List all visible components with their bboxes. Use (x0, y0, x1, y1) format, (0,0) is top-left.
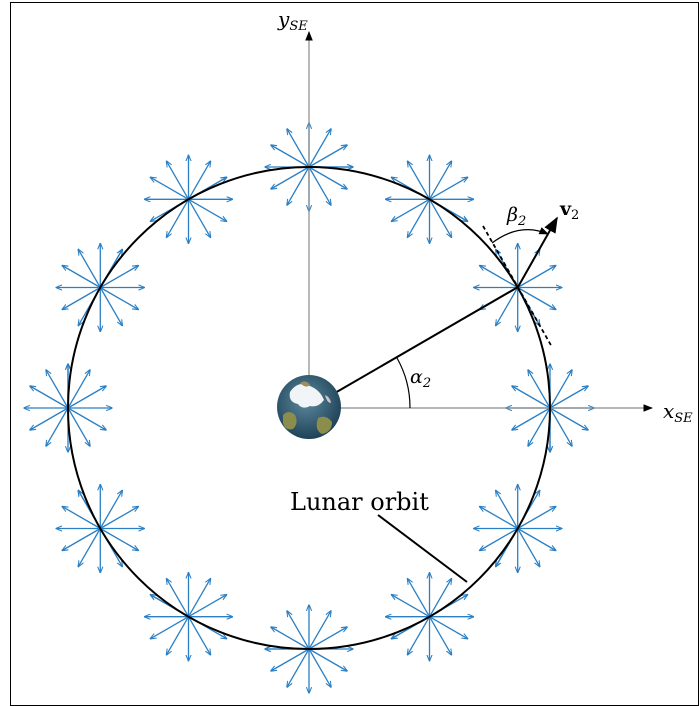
velocity-arrow (308, 611, 331, 650)
alpha-label: α2 (410, 366, 431, 391)
velocity-arrow (99, 287, 122, 326)
velocity-arrow (62, 527, 101, 551)
velocity-arrow (187, 616, 211, 655)
frame-border (10, 2, 699, 706)
velocity-arrow (517, 528, 540, 567)
velocity-arrow (167, 579, 190, 618)
velocity-arrow (271, 648, 310, 671)
x-axis-label: xSE (663, 399, 693, 426)
alpha-arc (396, 357, 411, 409)
velocity-arrow (549, 407, 588, 430)
velocity-arrow (62, 266, 101, 289)
velocity-fan (265, 123, 353, 211)
velocity-arrow (46, 407, 69, 446)
velocity-arrow (391, 198, 430, 221)
velocity-arrow (99, 286, 138, 310)
velocity-arrow (67, 407, 90, 446)
velocity-arrow (549, 370, 572, 409)
velocity-arrow (67, 407, 106, 430)
velocity-vector (517, 216, 558, 288)
tangent-line (482, 225, 553, 348)
velocity-arrow (308, 129, 331, 168)
earth-globe-icon (277, 375, 341, 439)
velocity-arrow (549, 386, 588, 409)
velocity-arrow (78, 528, 101, 567)
velocity-arrow (167, 616, 190, 655)
velocity-arrow (167, 161, 190, 200)
velocity-arrow (517, 266, 556, 289)
velocity-arrow (271, 145, 310, 168)
velocity-arrow (517, 527, 556, 551)
velocity-arrow (187, 161, 211, 200)
velocity-arrow (62, 286, 101, 310)
velocity-arrow (496, 490, 519, 529)
velocity-arrow (528, 370, 551, 409)
velocity-arrow (308, 648, 347, 671)
velocity-arrow (287, 611, 310, 650)
velocity-arrow (549, 407, 572, 446)
velocity-arrow (287, 648, 310, 687)
velocity-arrow (30, 407, 69, 430)
velocity-arrow (99, 527, 138, 551)
velocity-arrow (496, 287, 519, 326)
velocity-arrow (408, 616, 431, 655)
velocity-arrow (67, 370, 90, 409)
velocity-arrow (308, 648, 331, 687)
velocity-arrow (188, 198, 227, 221)
velocity-arrow (187, 579, 211, 618)
lunar-orbit-circle (67, 166, 551, 650)
velocity-arrow (517, 286, 556, 310)
orbit-label-leader (377, 514, 468, 583)
velocity-arrow (512, 386, 551, 409)
y-axis-label: ySE (277, 7, 308, 34)
velocity-arrow (428, 616, 452, 655)
velocity-arrow (408, 198, 431, 237)
velocity-arrow (271, 166, 310, 189)
velocity-arrow (99, 490, 122, 529)
velocity-arrow (408, 161, 431, 200)
velocity-arrow (187, 198, 211, 237)
beta-arc (491, 227, 549, 244)
orbit-label: Lunar orbit (290, 488, 429, 516)
velocity-arrow (308, 166, 347, 189)
velocity-arrow (287, 129, 310, 168)
velocity-arrow (480, 266, 519, 289)
velocity-label: v2 (559, 198, 579, 223)
velocity-arrow (188, 595, 227, 618)
velocity-arrow (99, 266, 138, 289)
velocity-arrow (480, 527, 519, 551)
velocity-arrow (271, 627, 310, 650)
velocity-arrow (287, 166, 310, 205)
velocity-arrow (391, 595, 430, 618)
velocity-arrow (428, 579, 452, 618)
radius-line (308, 286, 519, 409)
velocity-arrow (408, 579, 431, 618)
velocity-fan (506, 364, 594, 452)
velocity-arrow (308, 166, 331, 205)
velocity-arrow (517, 507, 556, 530)
velocity-arrow (512, 407, 551, 430)
velocity-arrow (150, 177, 189, 200)
velocity-arrow (46, 370, 69, 409)
velocity-arrow (428, 161, 452, 200)
velocity-arrow (62, 507, 101, 530)
velocity-arrow (429, 616, 468, 639)
velocity-arrow (308, 627, 347, 650)
velocity-arrow (429, 177, 468, 200)
velocity-arrow (67, 386, 106, 409)
velocity-arrow (78, 249, 101, 288)
beta-label: β2 (506, 204, 526, 229)
velocity-arrow (150, 616, 189, 639)
velocity-arrow (30, 386, 69, 409)
velocity-arrow (480, 507, 519, 530)
velocity-arrow (167, 198, 190, 237)
velocity-arrow (428, 198, 452, 237)
velocity-arrow (99, 507, 138, 530)
velocity-arrow (528, 407, 551, 446)
velocity-arrow (308, 145, 347, 168)
